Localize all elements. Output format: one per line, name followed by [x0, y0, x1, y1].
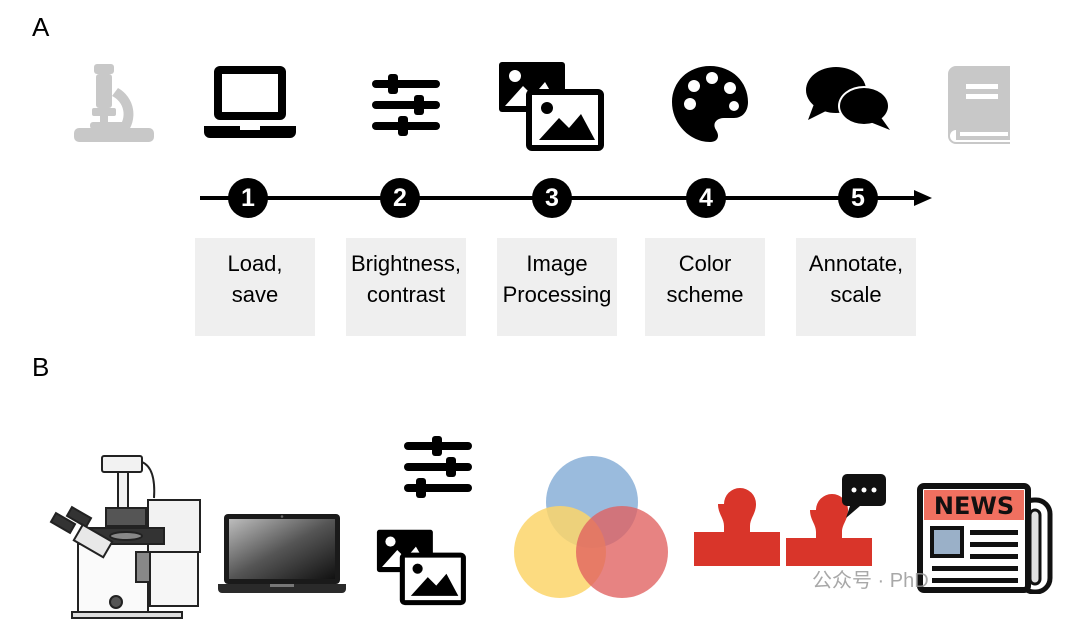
step-number-2: 2 — [380, 178, 420, 218]
step-box-5: Annotate, scale — [796, 238, 916, 336]
panel-b-label: B — [32, 352, 50, 382]
step-label-line2: scheme — [666, 282, 744, 307]
palette-icon — [672, 66, 748, 142]
step-number-3: 3 — [532, 178, 572, 218]
step-box-1: Load, save — [195, 238, 315, 336]
step-label-line1: Annotate, — [808, 251, 904, 276]
panel-a-label: A — [32, 12, 50, 42]
stamps-icon — [694, 474, 886, 566]
step-box-3: Image Processing — [497, 238, 617, 336]
step-label-line2: contrast — [366, 282, 446, 307]
step-label-line2: Processing — [502, 282, 612, 307]
images-icon — [499, 62, 604, 151]
color-venn-icon — [514, 456, 668, 598]
step-label-line1: Load, — [227, 251, 283, 276]
watermark: 公众号 · PhD — [812, 570, 929, 592]
sliders-icon — [404, 436, 472, 498]
images-icon — [376, 529, 466, 606]
step-box-2: Brightness, contrast — [346, 238, 466, 336]
news-headline: NEWS — [934, 492, 1014, 520]
step-label-line2: save — [231, 282, 279, 307]
step-number-1: 1 — [228, 178, 268, 218]
inverted-microscope-icon — [49, 455, 201, 619]
step-number-4: 4 — [686, 178, 726, 218]
step-label-line1: Brightness, — [350, 251, 462, 276]
laptop-icon — [204, 66, 296, 138]
microscope-icon — [74, 64, 154, 142]
step-label-line2: scale — [830, 282, 882, 307]
step-label-line1: Image — [526, 251, 588, 276]
step-number-5: 5 — [838, 178, 878, 218]
newspaper-icon: NEWS — [917, 483, 1053, 594]
book-icon — [948, 66, 1010, 144]
laptop-icon — [218, 514, 346, 593]
step-box-4: Color scheme — [645, 238, 765, 336]
step-label-line1: Color — [678, 251, 732, 276]
comments-icon — [806, 67, 890, 130]
sliders-icon — [372, 74, 440, 136]
